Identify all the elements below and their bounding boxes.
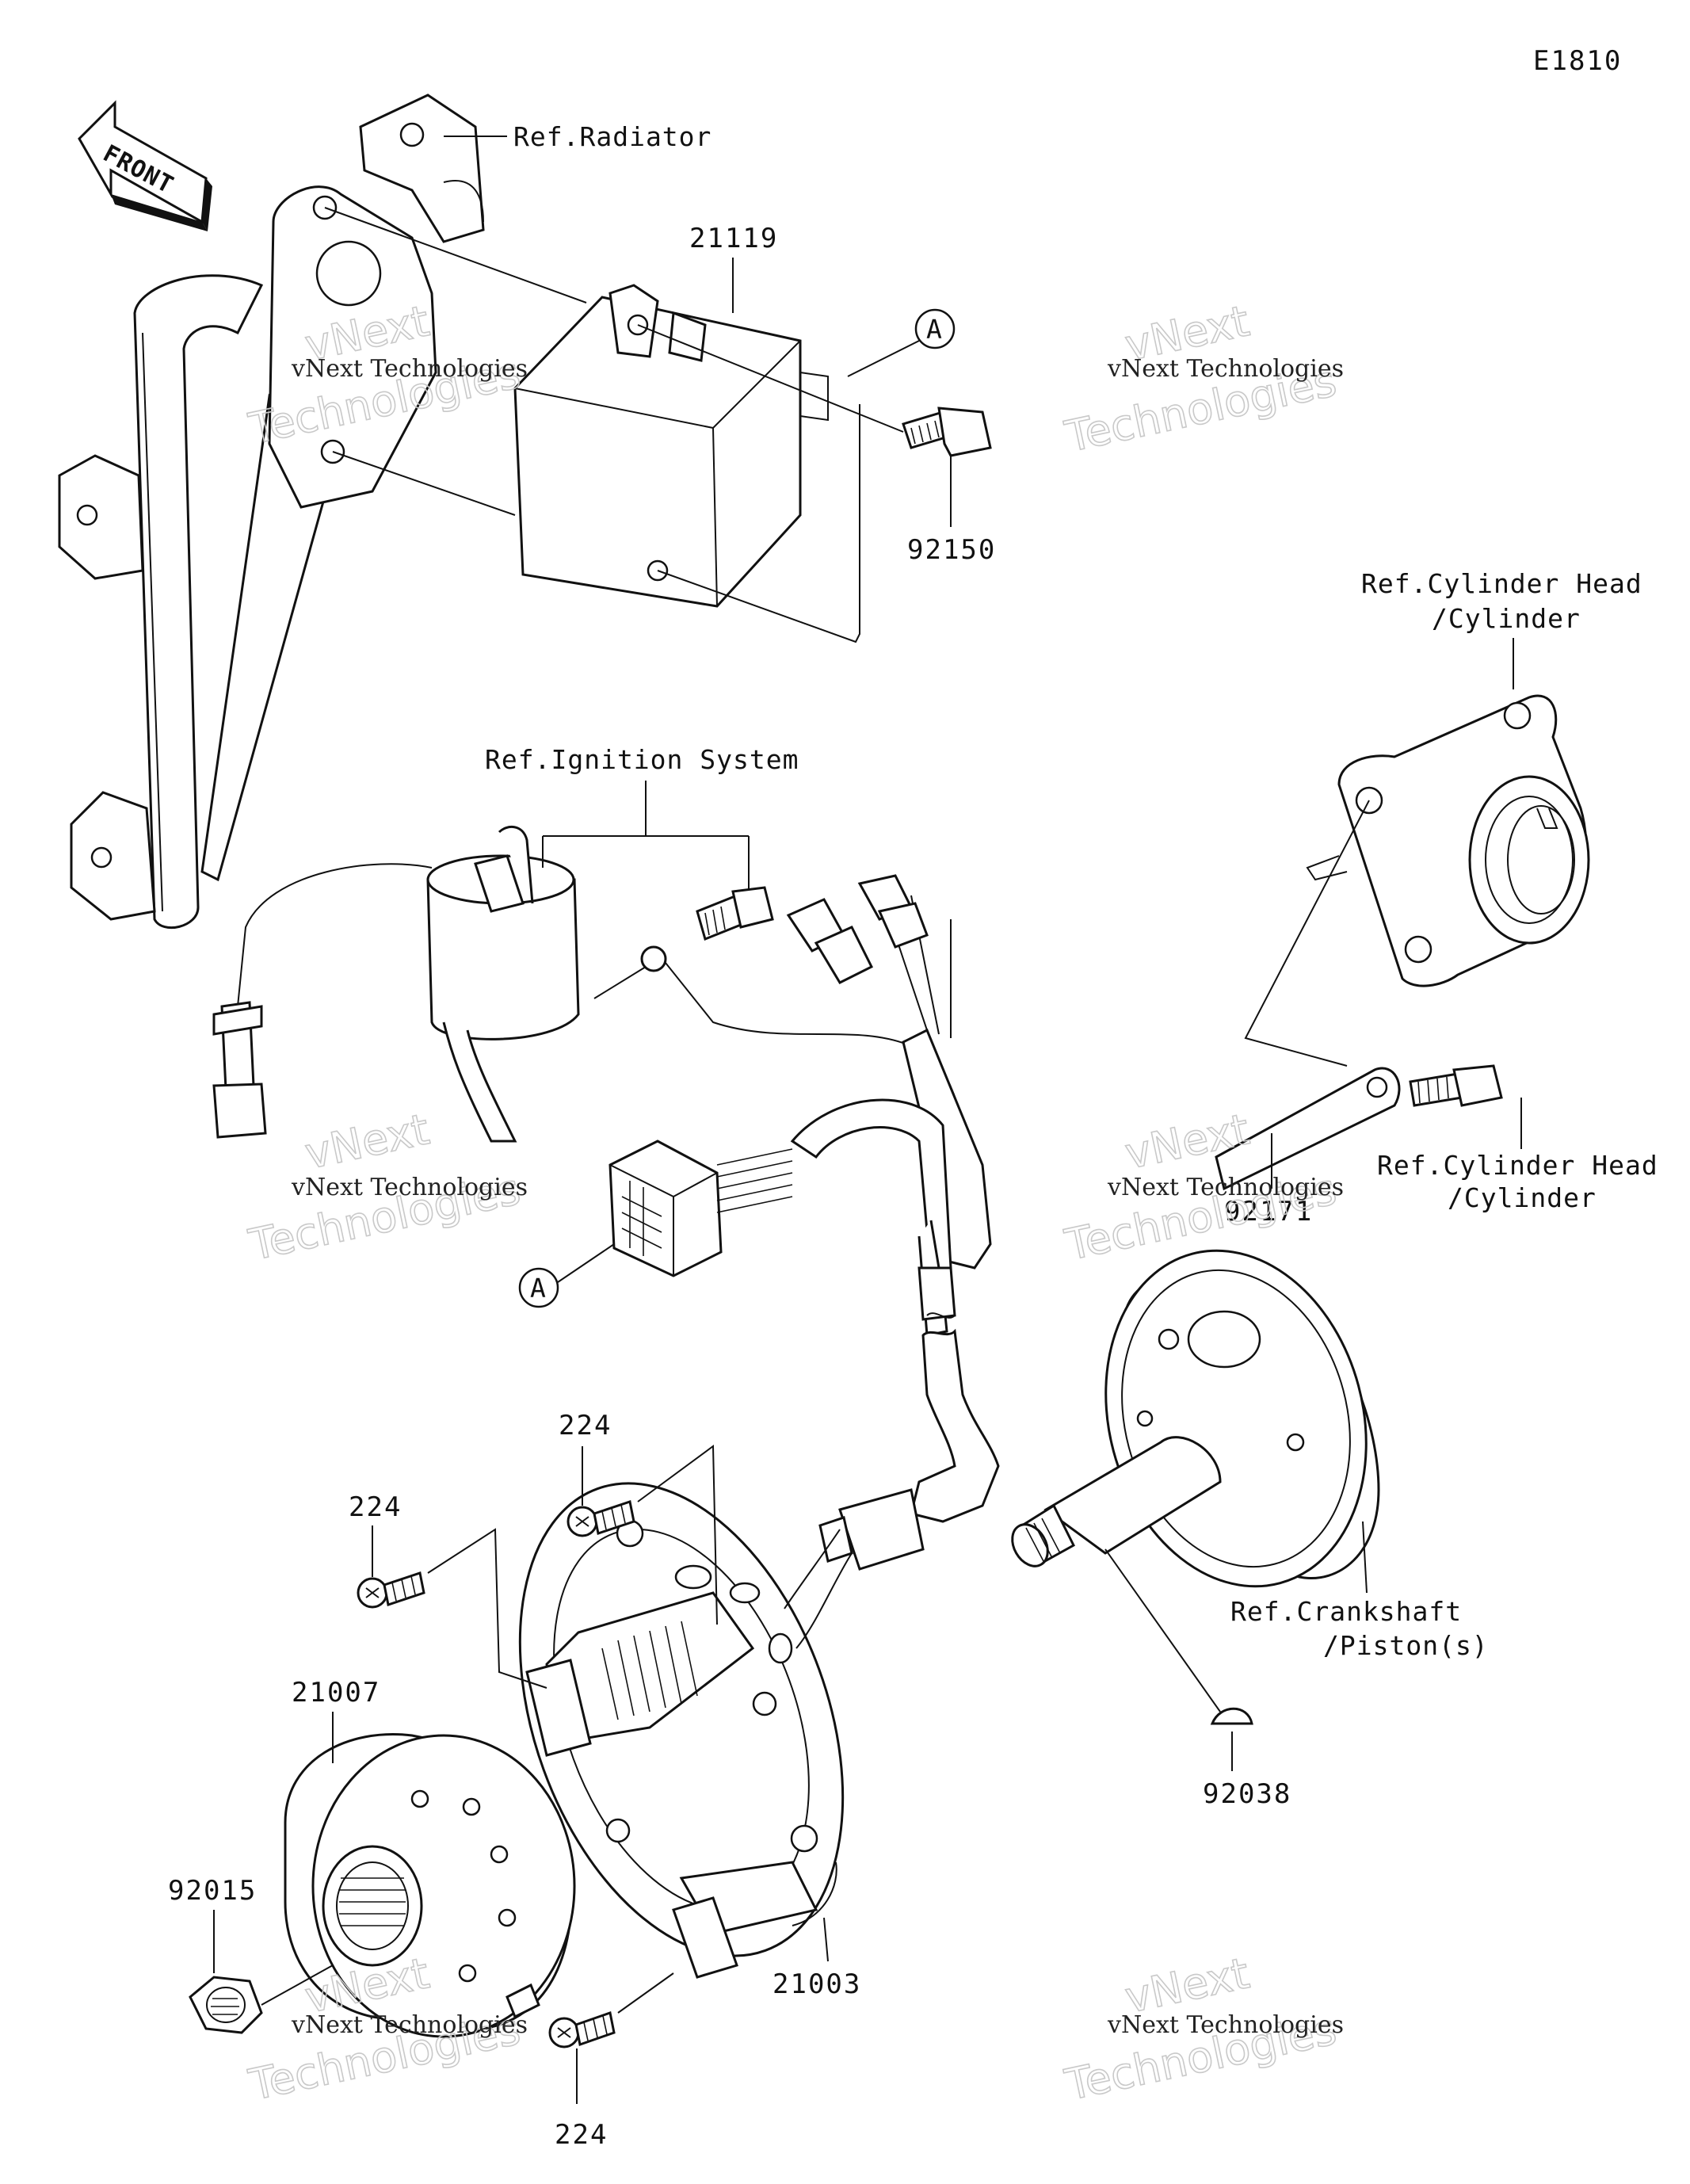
svg-text:vNext Technologies: vNext Technologies bbox=[1107, 1174, 1344, 1201]
svg-text:vNext: vNext bbox=[301, 1104, 433, 1178]
ref-cylinder-head-bottom-l2: /Cylinder bbox=[1448, 1182, 1597, 1213]
callout-a-bottom: A bbox=[518, 1243, 615, 1308]
part-number-21003: 21003 bbox=[773, 1968, 861, 2000]
callout-a-top: A bbox=[847, 308, 956, 377]
svg-text:vNext Technologies: vNext Technologies bbox=[1107, 355, 1344, 383]
svg-text:A: A bbox=[926, 314, 943, 345]
part-number-21007: 21007 bbox=[292, 1677, 380, 1709]
bolt-92150 bbox=[637, 324, 992, 527]
watermark-2: vNext Technologies vNext Technologies bbox=[1060, 295, 1344, 462]
part-number-224-top: 224 bbox=[559, 1410, 612, 1441]
front-arrow-icon: FRONT bbox=[78, 100, 212, 231]
ref-ignition-system-label: Ref.Ignition System bbox=[485, 744, 799, 775]
part-number-92150: 92150 bbox=[907, 534, 996, 566]
ref-cylinder-head-top-l1: Ref.Cylinder Head bbox=[1361, 568, 1642, 599]
cylinder-head-ref-part bbox=[1306, 694, 1590, 987]
svg-text:vNext Technologies: vNext Technologies bbox=[291, 355, 528, 383]
ref-cylinder-head-top-l2: /Cylinder bbox=[1432, 603, 1581, 634]
svg-text:vNext Technologies: vNext Technologies bbox=[291, 2011, 528, 2039]
svg-text:A: A bbox=[530, 1273, 547, 1304]
part-number-92038: 92038 bbox=[1203, 1778, 1291, 1810]
woodruff-key-92038 bbox=[1104, 1548, 1253, 1771]
ref-crankshaft-l1: Ref.Crankshaft bbox=[1230, 1596, 1462, 1627]
nut-92015 bbox=[189, 1910, 334, 2034]
ignition-coil bbox=[212, 825, 580, 1143]
bolt-cylinder-head bbox=[1409, 1064, 1522, 1149]
ref-crankshaft-l2: /Piston(s) bbox=[1323, 1630, 1489, 1661]
wiring-harness bbox=[593, 874, 1000, 1571]
stator-21003 bbox=[518, 1482, 853, 1979]
svg-text:vNext Technologies: vNext Technologies bbox=[291, 1174, 528, 1201]
part-number-224-bottom: 224 bbox=[555, 2119, 608, 2151]
flywheel-21007 bbox=[284, 1712, 576, 2038]
screw-224-top bbox=[567, 1445, 718, 1625]
screw-224-left bbox=[357, 1525, 547, 1689]
part-number-21119: 21119 bbox=[689, 223, 778, 254]
diagram-code: E1810 bbox=[1533, 45, 1622, 77]
ref-radiator-label: Ref.Radiator bbox=[513, 121, 711, 152]
bracket-92171 bbox=[1215, 800, 1401, 1191]
cdi-unit bbox=[513, 284, 829, 608]
part-number-92015: 92015 bbox=[168, 1875, 257, 1907]
frame-bracket bbox=[58, 94, 485, 930]
watermark-6: vNext Technologies vNext Technologies bbox=[1060, 1947, 1344, 2110]
part-number-92171: 92171 bbox=[1224, 1196, 1313, 1228]
svg-text:vNext Technologies: vNext Technologies bbox=[1107, 2011, 1344, 2039]
crankshaft-ref-part bbox=[1011, 1249, 1380, 1594]
ground-bolt bbox=[696, 886, 774, 941]
ref-cylinder-head-bottom-l1: Ref.Cylinder Head bbox=[1377, 1150, 1658, 1181]
part-number-224-left: 224 bbox=[349, 1491, 402, 1523]
screw-224-bottom bbox=[548, 1972, 674, 2104]
